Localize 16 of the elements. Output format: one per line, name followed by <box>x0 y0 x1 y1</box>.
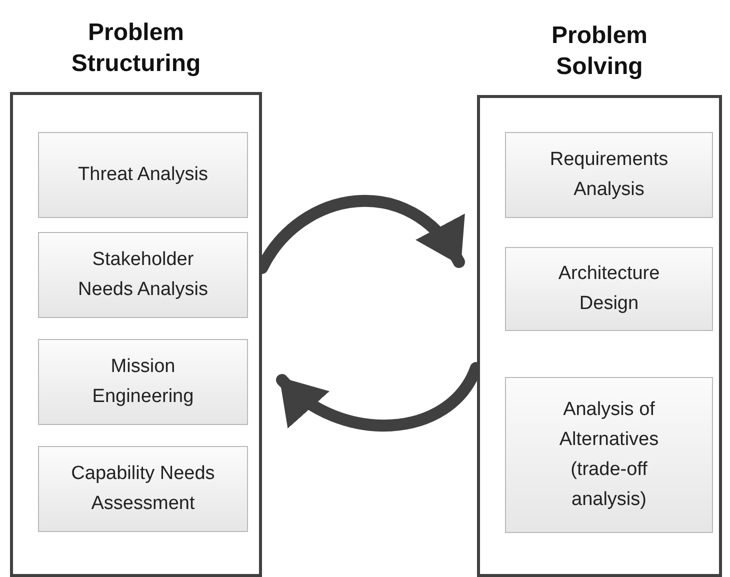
process-box <box>38 232 248 318</box>
step-label: Analysis of Alternatives (trade-off analysis) <box>558 398 660 512</box>
process-box <box>38 132 248 218</box>
panel-heading: Problem Structuring <box>70 18 202 79</box>
step-label: Threat Analysis <box>78 163 208 187</box>
step-label: Mission Engineering <box>91 355 195 409</box>
process-box <box>38 446 248 532</box>
process-box <box>38 339 248 425</box>
step-label: Capability Needs Assessment <box>70 462 216 516</box>
step-label: Requirements Analysis <box>548 148 670 202</box>
panel-heading: Problem Solving <box>550 21 649 82</box>
step-label: Architecture Design <box>557 262 661 316</box>
process-box <box>505 377 713 533</box>
process-box <box>505 247 713 331</box>
process-box <box>505 132 713 218</box>
step-label: Stakeholder Needs Analysis <box>77 248 209 302</box>
